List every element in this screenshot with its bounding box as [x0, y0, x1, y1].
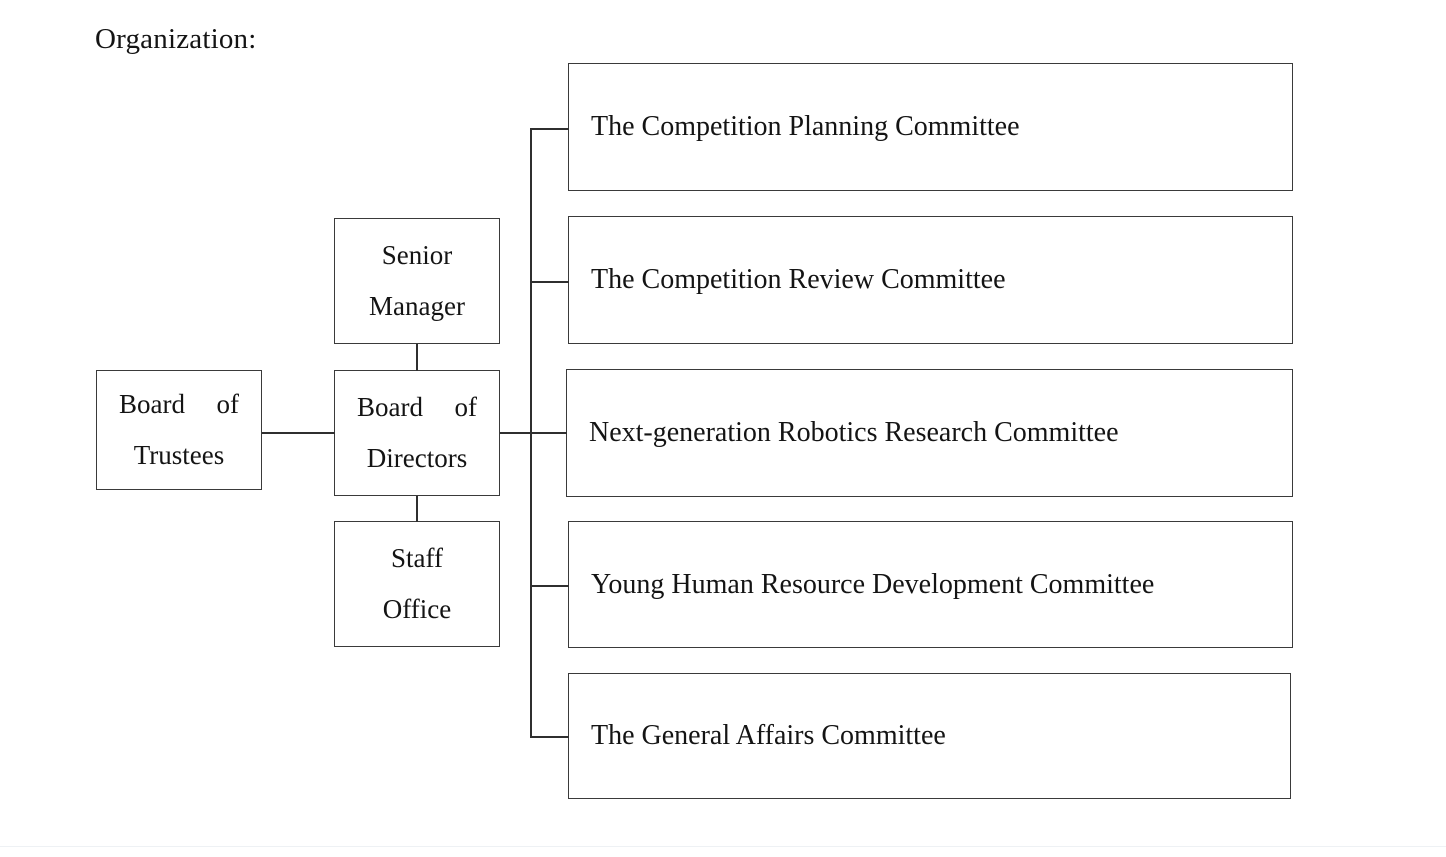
- node-next-generation-robotics-research-committee: Next-generation Robotics Research Commit…: [566, 369, 1293, 497]
- connector-directors-to-trunk: [500, 432, 531, 434]
- node-staff-office-line2: Office: [382, 594, 452, 624]
- node-young-human-resource-development-committee-label: Young Human Resource Development Committ…: [591, 568, 1155, 600]
- node-general-affairs-committee-label: The General Affairs Committee: [591, 720, 946, 751]
- node-board-of-trustees-line1: Board of: [119, 389, 239, 419]
- node-senior-manager-line1: Senior: [381, 240, 453, 270]
- node-board-of-trustees: Board of Trustees: [96, 370, 262, 490]
- node-competition-review-committee-label: The Competition Review Committee: [591, 264, 1006, 295]
- connector-directors-to-staff-office: [416, 496, 418, 522]
- connector-branch-competition-review: [530, 281, 569, 283]
- connector-branch-competition-planning: [530, 128, 569, 130]
- node-staff-office: Staff Office: [334, 521, 500, 647]
- node-next-generation-robotics-research-committee-label: Next-generation Robotics Research Commit…: [589, 417, 1119, 448]
- connector-trustees-to-directors: [262, 432, 335, 434]
- node-board-of-trustees-line2: Trustees: [133, 440, 225, 470]
- node-staff-office-line1: Staff: [391, 543, 443, 573]
- node-competition-planning-committee-label: The Competition Planning Committee: [591, 111, 1020, 142]
- node-competition-review-committee: The Competition Review Committee: [568, 216, 1293, 344]
- connector-branch-young-human-resource: [530, 585, 569, 587]
- node-competition-planning-committee: The Competition Planning Committee: [568, 63, 1293, 191]
- node-senior-manager-line2: Manager: [369, 291, 465, 321]
- connector-branch-next-generation-robotics: [530, 432, 567, 434]
- node-board-of-directors-line2: Directors: [366, 443, 468, 473]
- connector-senior-manager-to-directors: [416, 344, 418, 371]
- node-senior-manager: Senior Manager: [334, 218, 500, 344]
- page-title: Organization:: [95, 23, 257, 55]
- page-bottom-divider: [0, 846, 1446, 847]
- node-board-of-directors: Board of Directors: [334, 370, 500, 496]
- node-young-human-resource-development-committee: Young Human Resource Development Committ…: [568, 521, 1293, 648]
- node-general-affairs-committee: The General Affairs Committee: [568, 673, 1291, 799]
- connector-branch-general-affairs: [530, 736, 569, 738]
- node-board-of-directors-line1: Board of: [357, 392, 477, 422]
